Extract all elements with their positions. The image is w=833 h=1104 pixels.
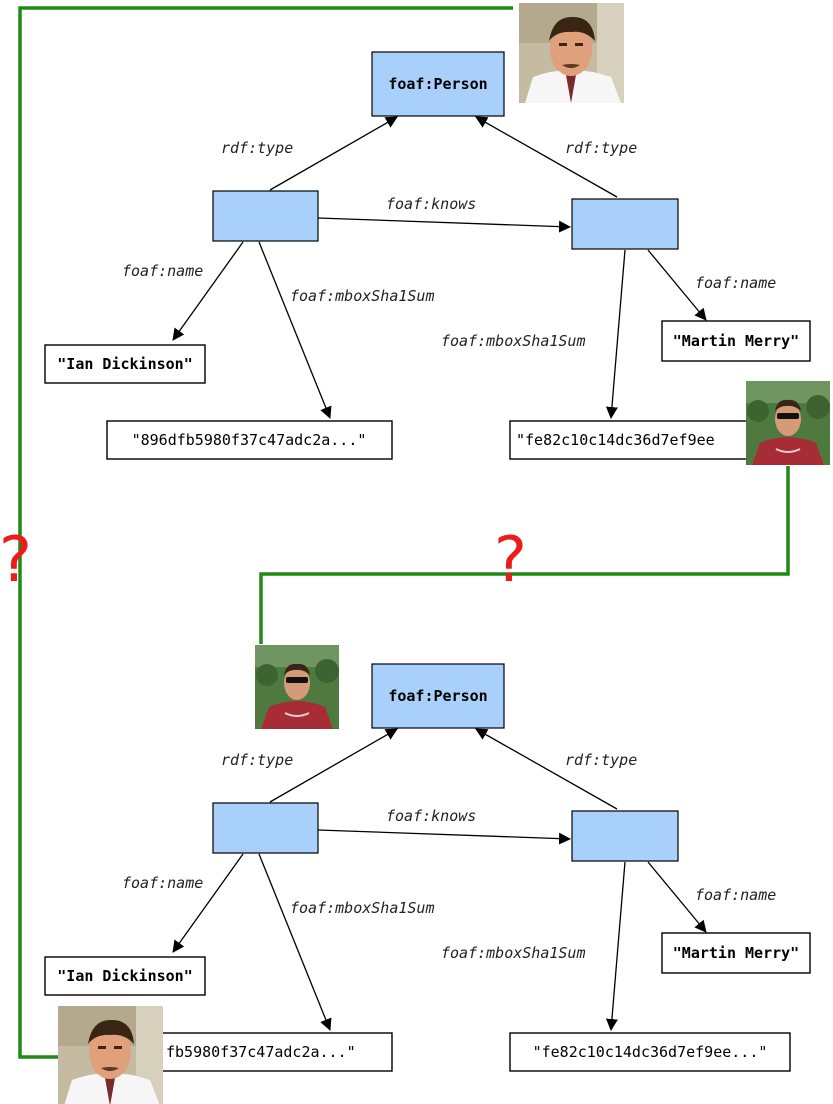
- ian-photo-bottom: [58, 1006, 163, 1104]
- martin-resource-node: [571, 198, 679, 250]
- ian-identity-link: [18, 6, 513, 1059]
- edge-label-mbox-right: foaf:mboxSha1Sum: [441, 332, 586, 350]
- edge-label-foaf-name-right: foaf:name: [695, 274, 776, 292]
- foaf-person-node: [371, 51, 505, 117]
- ian-sha-literal: "896dfb5980f37c47adc2a...": [132, 431, 367, 449]
- question-mark-left: ?: [0, 523, 32, 596]
- edge-label-rdf-type-left: rdf:type: [221, 139, 293, 157]
- martin-name-literal: "Martin Merry": [673, 332, 799, 350]
- edge-label-foaf-knows: foaf:knows: [386, 807, 476, 825]
- ian-photo-top: [519, 3, 624, 103]
- foaf-person-label: foaf:Person: [388, 75, 487, 93]
- ian-sha-literal: fb5980f37c47adc2a...": [166, 1043, 356, 1061]
- edge-label-mbox-left: foaf:mboxSha1Sum: [290, 899, 435, 917]
- foaf-person-label: foaf:Person: [388, 687, 487, 705]
- martin-identity-link: [259, 466, 790, 644]
- ian-name-literal: "Ian Dickinson": [57, 355, 192, 373]
- martin-photo-top: [745, 380, 831, 466]
- question-mark-center: ?: [494, 523, 527, 596]
- ian-name-literal-box: [44, 956, 206, 996]
- foaf-person-node: [371, 663, 505, 729]
- edge-label-foaf-name-right: foaf:name: [695, 886, 776, 904]
- ian-resource-node: [212, 190, 319, 242]
- edge-label-foaf-knows: foaf:knows: [386, 195, 476, 213]
- martin-resource-node: [212, 802, 319, 854]
- edge-label-rdf-type-right: rdf:type: [565, 751, 637, 769]
- edge-label-foaf-name-left: foaf:name: [122, 262, 203, 280]
- graph-2: foaf:Person rdf:type rdf:type foaf:knows…: [44, 663, 811, 1072]
- edge-label-rdf-type-right: rdf:type: [565, 139, 637, 157]
- martin-sha-literal: "fe82c10c14dc36d7ef9ee: [516, 431, 715, 449]
- ian-name-literal-box: [44, 344, 206, 384]
- edge-label-mbox-left: foaf:mboxSha1Sum: [290, 287, 435, 305]
- martin-sha-literal: "fe82c10c14dc36d7ef9ee...": [533, 1043, 768, 1061]
- ian-resource-node: [571, 810, 679, 862]
- edge-label-rdf-type-left: rdf:type: [221, 751, 293, 769]
- martin-sha-literal-box: [509, 1032, 791, 1072]
- martin-name-literal-box: [661, 932, 811, 974]
- martin-name-literal-box: [661, 320, 811, 362]
- martin-photo-bottom: [254, 644, 340, 730]
- edge-label-foaf-name-left: foaf:name: [122, 874, 203, 892]
- graph-1: foaf:Person rdf:type rdf:type foaf:knows…: [44, 51, 811, 460]
- ian-sha-literal-box: [106, 420, 393, 460]
- ian-name-literal: "Ian Dickinson": [57, 967, 192, 985]
- edge-label-mbox-right: foaf:mboxSha1Sum: [441, 944, 586, 962]
- martin-name-literal: "Martin Merry": [673, 944, 799, 962]
